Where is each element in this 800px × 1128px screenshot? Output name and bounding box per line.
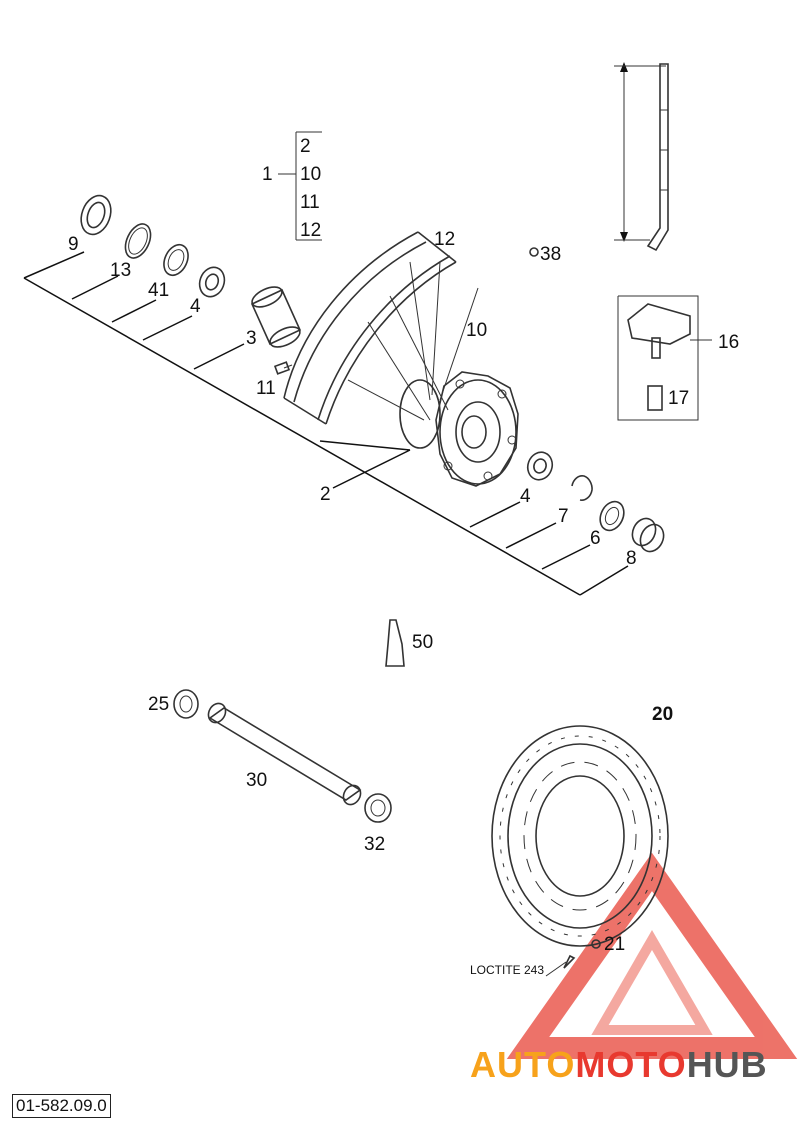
label-part-11: 11 — [256, 378, 276, 399]
label-assembly-child-3: 11 — [300, 192, 320, 213]
label-part-4-right: 4 — [520, 486, 531, 507]
label-part-38: 38 — [540, 244, 561, 265]
label-assembly-parent: 1 — [262, 164, 273, 185]
seal-ring-part-9 — [80, 194, 112, 236]
label-part-50: 50 — [412, 632, 433, 653]
grease-tube-part-50 — [385, 619, 405, 667]
label-part-4-left: 4 — [190, 296, 201, 317]
part-labels: 9 13 41 4 3 11 12 10 2 38 16 17 4 7 6 8 … — [68, 229, 739, 977]
circlip-part-7 — [571, 475, 593, 501]
label-assembly-child-2: 10 — [300, 164, 321, 185]
label-part-6: 6 — [590, 528, 601, 549]
seal-part-6 — [599, 500, 625, 532]
label-part-21: 21 — [604, 934, 625, 955]
label-part-16: 16 — [718, 332, 739, 353]
label-part-30: 30 — [246, 770, 267, 791]
label-part-17: 17 — [668, 388, 689, 409]
bearing-part-4-right — [526, 451, 554, 481]
label-part-32: 32 — [364, 834, 385, 855]
brand-part-moto: MOTO — [575, 1044, 687, 1085]
label-part-25: 25 — [148, 694, 169, 715]
label-assembly-child-1: 2 — [300, 136, 311, 157]
label-part-20: 20 — [652, 704, 673, 725]
axle-part-30 — [207, 702, 362, 806]
spoke-detail — [614, 62, 669, 252]
hub-part-2 — [399, 371, 519, 487]
reference-code: 01-582.09.0 — [12, 1094, 111, 1118]
label-part-2: 2 — [320, 484, 331, 505]
spacer-part-8 — [631, 517, 665, 553]
bearing-part-4-left — [198, 266, 226, 298]
brake-disc-part-20 — [491, 725, 669, 947]
label-part-12: 12 — [434, 229, 455, 250]
brand-part-hub: HUB — [686, 1044, 768, 1085]
screw-part-11 — [273, 361, 293, 375]
bolt-part-21 — [545, 939, 601, 977]
ring-part-13 — [124, 223, 152, 259]
spacer-sleeve-part-3 — [250, 286, 302, 348]
label-part-8: 8 — [626, 548, 637, 569]
label-part-13: 13 — [110, 260, 131, 281]
watermark-logo-icon — [506, 852, 798, 1059]
assembly-group-bracket: 1 2 10 11 12 — [262, 131, 322, 241]
label-part-10: 10 — [466, 320, 487, 341]
nut-part-25 — [173, 689, 199, 719]
watermark-brand: AUTOMOTOHUB — [470, 1044, 768, 1086]
label-part-9: 9 — [68, 234, 79, 255]
assembly-axis-lines — [23, 251, 629, 596]
loctite-note: LOCTITE 243 — [470, 963, 544, 977]
spokes-part-10 — [347, 261, 479, 421]
label-assembly-child-4: 12 — [300, 220, 321, 241]
valve-detail-box — [617, 295, 712, 421]
nipple-part-38 — [529, 247, 539, 257]
cap-part-32 — [364, 793, 392, 823]
label-part-41: 41 — [148, 280, 169, 301]
rim-part-12 — [283, 231, 457, 425]
label-part-7: 7 — [558, 506, 569, 527]
ring-part-41 — [163, 243, 189, 277]
brand-part-auto: AUTO — [470, 1044, 576, 1085]
label-part-3: 3 — [246, 328, 257, 349]
